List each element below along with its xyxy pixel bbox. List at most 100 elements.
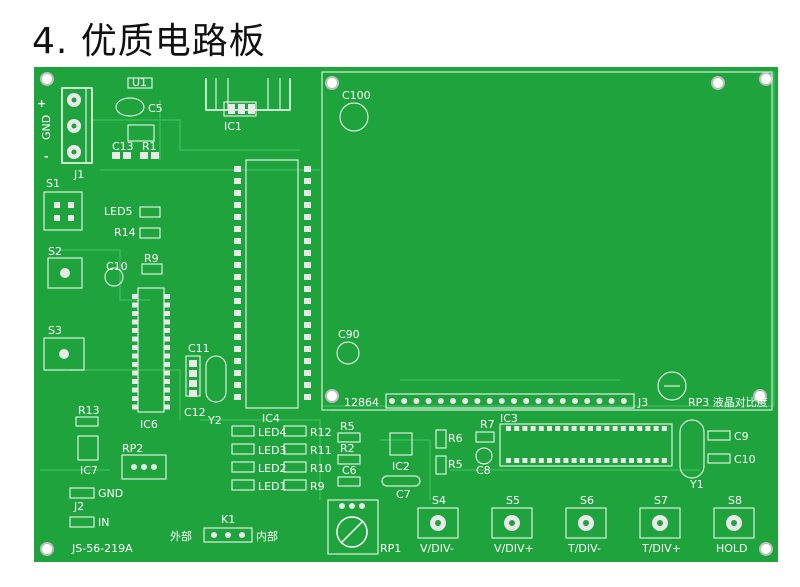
ic4-pin xyxy=(304,382,311,388)
button-outline xyxy=(417,507,459,539)
c11-c12-pads xyxy=(189,360,197,397)
ic3-pin xyxy=(506,458,511,463)
led5-label: LED5 xyxy=(104,205,133,218)
r8-outline xyxy=(141,263,163,275)
y2-label: Y2 xyxy=(207,414,222,427)
ic3-pin xyxy=(588,458,593,463)
ic6-pins xyxy=(132,294,170,410)
rp1-outline xyxy=(327,499,379,555)
led-label: LED4 xyxy=(258,426,287,439)
button-id-label: S5 xyxy=(506,494,520,507)
c100-label: C100 xyxy=(342,89,371,102)
resistor-outline xyxy=(283,461,307,473)
r13-outline xyxy=(75,416,99,427)
ic4-pin xyxy=(234,346,241,352)
ic6-pin xyxy=(164,370,170,376)
ic6-pin xyxy=(164,345,170,350)
ic6-pin xyxy=(132,328,138,333)
button-outline xyxy=(639,507,681,539)
ic3-pin xyxy=(555,458,561,463)
j2-gnd-outline xyxy=(69,487,95,499)
lcd-pin xyxy=(523,398,530,404)
ic6-pin xyxy=(132,387,138,393)
ic6-pin xyxy=(132,353,138,359)
led-outline xyxy=(231,461,255,473)
ic4-pin xyxy=(234,310,241,316)
rp3-outline xyxy=(657,371,687,401)
ic4-pin xyxy=(234,322,241,328)
led-outline xyxy=(231,443,255,455)
gnd-power-label: GND xyxy=(40,115,53,140)
ic4-pin xyxy=(304,286,311,292)
lcd-pin xyxy=(389,398,395,404)
lcd-pin xyxy=(401,398,408,404)
s3-outline xyxy=(43,337,85,371)
resistor-label: R11 xyxy=(310,444,332,457)
ic7-label: IC7 xyxy=(80,464,98,477)
r8-label: R9 xyxy=(144,252,159,265)
c100-outline xyxy=(339,102,369,132)
lcd-pin xyxy=(498,398,505,404)
ic3-pin xyxy=(661,426,667,431)
ic4-pin xyxy=(304,322,311,328)
button-outline xyxy=(491,507,533,539)
rp2-pads xyxy=(131,464,157,470)
s1-pads xyxy=(54,202,74,221)
ic4-pins xyxy=(234,166,311,400)
button-s6[interactable]: S6T/DIV- xyxy=(565,494,607,555)
button-function-label: HOLD xyxy=(716,542,748,555)
led-label: LED2 xyxy=(258,462,287,475)
ic3-pin xyxy=(555,426,561,431)
ic4-pin xyxy=(304,370,311,376)
r6-label: R6 xyxy=(448,432,463,445)
ic3-pin xyxy=(563,426,569,431)
ic3-pin xyxy=(629,426,634,431)
button-s5[interactable]: S5V/DIV+ xyxy=(491,494,534,555)
ic4-pin xyxy=(304,310,311,316)
rp1-pads xyxy=(339,503,365,509)
ic4-pin xyxy=(234,262,241,268)
button-s7[interactable]: S7T/DIV+ xyxy=(639,494,681,555)
c9-outline xyxy=(707,453,731,464)
s1-outline xyxy=(43,191,83,231)
k1-pads xyxy=(211,532,245,538)
ic3-pin xyxy=(596,426,602,431)
button-outline xyxy=(565,507,607,539)
ic6-pin xyxy=(132,370,138,376)
lcd-pin xyxy=(474,398,481,404)
r5-outline xyxy=(435,455,447,475)
lcd-label: 12864 xyxy=(344,396,379,409)
r3-outline xyxy=(337,432,361,443)
c6-outline xyxy=(381,475,421,487)
c13-r1-pads xyxy=(112,152,159,159)
ic4-pin xyxy=(304,178,311,184)
ic4-pin xyxy=(304,214,311,220)
c10-label: C10 xyxy=(106,260,128,273)
ic6-label: IC6 xyxy=(140,418,158,431)
k1-inner-label: 内部 xyxy=(256,529,278,543)
ic6-pin xyxy=(164,311,170,316)
ic4-pin xyxy=(234,226,241,232)
led-label: LED3 xyxy=(258,444,287,457)
button-function-label: V/DIV+ xyxy=(494,542,534,555)
resistor-label: R12 xyxy=(310,426,332,439)
s3-label: S3 xyxy=(48,324,62,337)
k1-label: K1 xyxy=(221,513,235,526)
ic3-pin xyxy=(612,426,618,431)
c7-label: C8 xyxy=(476,464,491,477)
button-s4[interactable]: S4V/DIV- xyxy=(417,494,459,555)
ic6-pin xyxy=(132,311,138,316)
ic2-label: IC2 xyxy=(392,460,410,473)
ic4-pin xyxy=(234,190,241,196)
resistor-outline xyxy=(283,443,307,455)
u1-label: U1 xyxy=(132,76,147,89)
ic3-pin xyxy=(530,426,536,431)
r14-outline xyxy=(139,227,161,239)
r5-label: R5 xyxy=(448,458,463,471)
ic4-pin xyxy=(234,370,241,376)
rp2-outline xyxy=(121,454,167,480)
resistor-label: R9 xyxy=(310,480,325,493)
lcd-pin xyxy=(425,398,432,404)
